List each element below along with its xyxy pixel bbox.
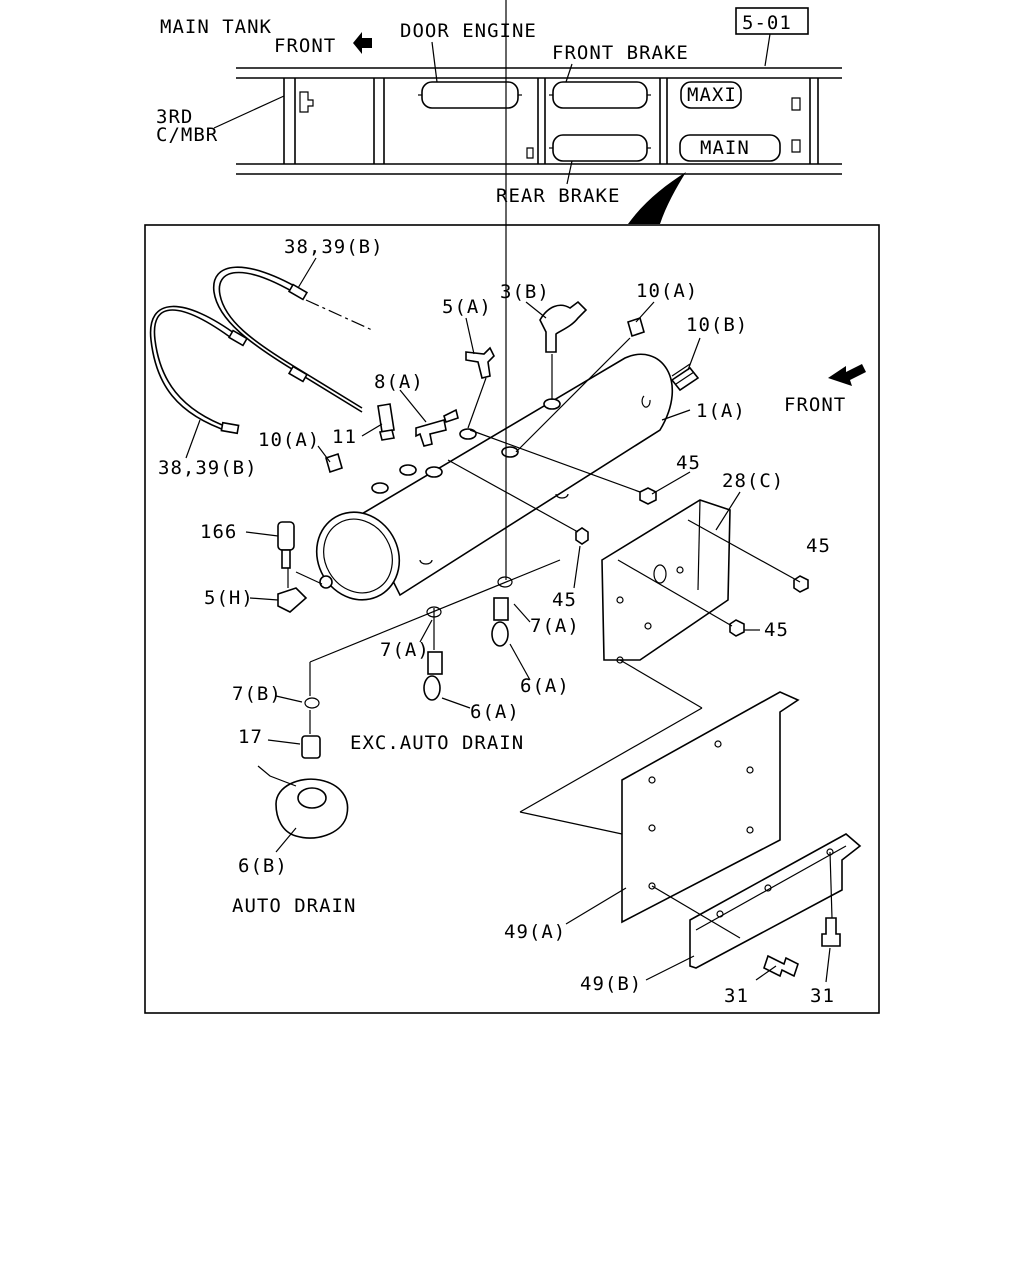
detail-frame [144, 224, 880, 1014]
bracket-49b [689, 833, 862, 969]
front-arrow-icon [353, 32, 372, 54]
rear-brake-label: REAR BRAKE [496, 185, 620, 207]
auto-drain-label: AUTO DRAIN [232, 895, 356, 917]
callout-166: 166 [200, 521, 237, 543]
exc-auto-drain-label: EXC.AUTO DRAIN [350, 732, 524, 754]
callout-hose-38-39b-top: 38,39(B) [284, 236, 384, 258]
door-engine-label: DOOR ENGINE [400, 20, 537, 42]
maxi-label: MAXI [687, 84, 737, 106]
callout-49a: 49(A) [504, 921, 566, 943]
door-engine-tank [421, 81, 519, 109]
callout-49b: 49(B) [580, 973, 642, 995]
callout-7a-right: 7(A) [530, 615, 580, 637]
plate-49a [621, 691, 800, 924]
callout-45-right: 45 [806, 535, 831, 557]
main-label: MAIN [700, 137, 750, 159]
front-direction-arrow-icon [828, 364, 866, 386]
front-brake-tank [552, 81, 648, 109]
page-reference: 5-01 [742, 12, 792, 34]
callout-hose-38-39b-bottom: 38,39(B) [158, 457, 258, 479]
callout-17: 17 [238, 726, 263, 748]
front-label: FRONT [274, 35, 336, 57]
callout-5h: 5(H) [204, 587, 254, 609]
chassis-overview: 5-01 MAIN TANK FRONT DO [156, 7, 842, 224]
callout-8a: 8(A) [374, 371, 424, 393]
hose-38-39b [149, 266, 363, 435]
bracket-28c [601, 499, 731, 664]
callout-1a: 1(A) [696, 400, 746, 422]
callout-45-upper: 45 [676, 452, 701, 474]
leader-lines [185, 257, 831, 983]
detail-view: FRONT [144, 0, 880, 1014]
callout-28c: 28(C) [722, 470, 784, 492]
callout-6a-right: 6(A) [520, 675, 570, 697]
callout-10b: 10(B) [686, 314, 748, 336]
callout-10a-top: 10(A) [636, 280, 698, 302]
callout-45-lower: 45 [764, 619, 789, 641]
callout-6a-left: 6(A) [470, 701, 520, 723]
third-member-label-line1: 3RD [156, 106, 193, 128]
callout-3b: 3(B) [500, 281, 550, 303]
main-tank-label: MAIN TANK [160, 16, 272, 38]
callout-5a: 5(A) [442, 296, 492, 318]
callout-11: 11 [332, 426, 357, 448]
detail-front-label: FRONT [784, 394, 846, 416]
detail-callout-arrow [628, 172, 686, 224]
assembly-lines [287, 0, 833, 939]
page-reference-box [735, 7, 809, 35]
callout-10a-left: 10(A) [258, 429, 320, 451]
third-member-label-line2: C/MBR [156, 124, 218, 146]
front-brake-label: FRONT BRAKE [552, 42, 689, 64]
callout-31-left: 31 [724, 985, 749, 1007]
callout-7a-left: 7(A) [380, 639, 430, 661]
callout-31-right: 31 [810, 985, 835, 1007]
bolt-31-vertical [821, 917, 841, 947]
callout-7b: 7(B) [232, 683, 282, 705]
bolt-31-horizontal [763, 954, 799, 978]
main-tank [679, 134, 781, 162]
callout-45-middle: 45 [552, 589, 577, 611]
rear-brake-tank [552, 134, 648, 162]
callout-6b: 6(B) [238, 855, 288, 877]
air-tank [315, 353, 674, 601]
maxi-tank [680, 81, 742, 109]
